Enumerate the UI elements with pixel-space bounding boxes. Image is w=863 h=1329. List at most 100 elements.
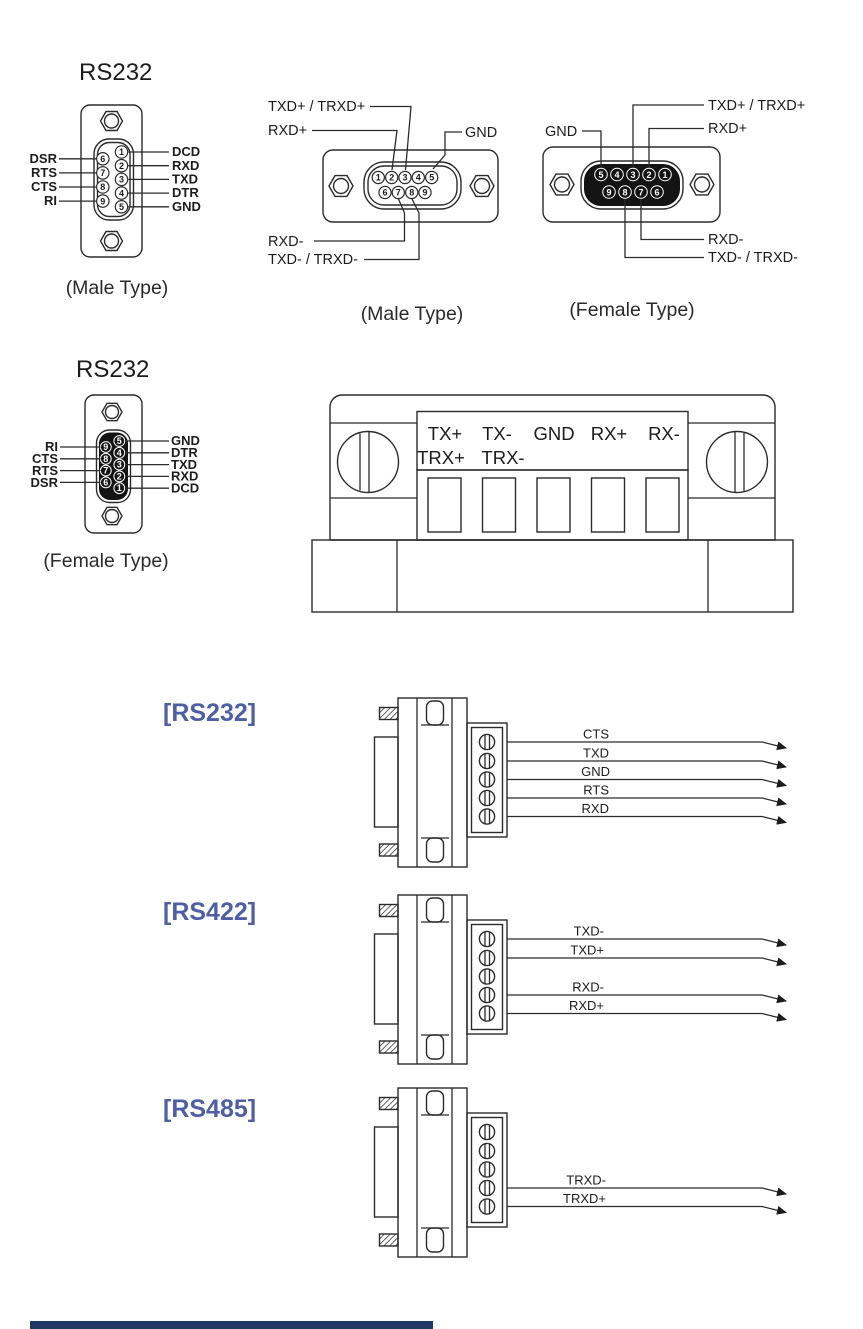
signal-label: GND — [465, 125, 497, 141]
pin-number: 7 — [100, 168, 105, 178]
pin-label: RXD — [172, 158, 199, 173]
pin-label: RTS — [32, 463, 58, 478]
db9-female-horizontal-section: TXD+ / TRXD+ RXD+ GND 5 4 3 2 1 9 8 7 6 … — [542, 98, 805, 321]
signal-label: RXD- — [268, 234, 304, 250]
wire-label: TXD- — [574, 924, 604, 939]
wiring-header: [RS232] — [163, 699, 256, 727]
pin-number: 4 — [117, 448, 122, 458]
pin-number: 5 — [117, 436, 122, 446]
db9-male-horizontal-section: TXD+ / TRXD+ RXD+ GND 1 2 3 4 5 6 7 8 9 … — [268, 99, 499, 325]
rs232-male-vertical-section: RS232 1 2 3 4 5 6 7 8 9 DSR RTS CTS RI D… — [30, 59, 201, 299]
wire-label: TRXD- — [566, 1173, 606, 1188]
pin-number: 7 — [396, 188, 401, 198]
pin-number: 2 — [389, 173, 394, 183]
terminal-slot — [481, 477, 517, 533]
hex-nut-icon — [549, 173, 575, 196]
pin-number: 3 — [119, 175, 124, 185]
pin-label: DSR — [30, 151, 58, 166]
pin-label: CTS — [32, 451, 58, 466]
pin-number: 4 — [614, 170, 619, 180]
pin-number: 6 — [382, 188, 387, 198]
hex-nut-icon — [99, 230, 124, 252]
pin-number: 4 — [119, 188, 124, 198]
signal-arrow — [507, 938, 787, 948]
section-caption: (Male Type) — [66, 277, 169, 299]
terminal-adapter — [466, 919, 508, 1035]
pin-label: DSR — [31, 475, 59, 490]
pin-number: 8 — [103, 454, 108, 464]
wire-label: TRXD+ — [563, 1191, 606, 1206]
d-sub-face — [95, 429, 132, 504]
pin-label: DCD — [172, 144, 200, 159]
screw-head-icon — [336, 430, 400, 494]
wiring-rs485-section: [RS485] TRXD- TRXD+ — [163, 1087, 787, 1258]
terminal-slot — [536, 477, 571, 533]
signal-label: RXD- — [708, 232, 744, 248]
terminal-adapter — [466, 722, 508, 838]
wire-label: RXD+ — [569, 998, 604, 1013]
wiring-rs232-section: [RS232] CTS TXD GND RTS RXD — [163, 697, 787, 868]
wire-label: GND — [581, 764, 610, 779]
threaded-stud-icon — [378, 903, 399, 918]
terminal-adapter — [466, 1112, 508, 1228]
wiring-header: [RS422] — [163, 898, 256, 926]
terminal-label: GND — [533, 423, 574, 444]
wiring-header: [RS485] — [163, 1095, 256, 1123]
thumb-screw-icon — [425, 897, 445, 923]
wire-label: RXD — [582, 801, 609, 816]
signal-arrow — [507, 994, 787, 1004]
terminal-slot — [427, 477, 462, 533]
thumb-screw-icon — [425, 1034, 445, 1060]
pin-label: DTR — [171, 445, 198, 460]
pin-number: 3 — [117, 460, 122, 470]
pin-number: 8 — [100, 182, 105, 192]
pin-number: 9 — [606, 187, 611, 197]
signal-arrow — [507, 1205, 787, 1215]
terminal-slot — [590, 477, 626, 533]
pin-number: 1 — [117, 483, 122, 493]
thumb-screw-icon — [425, 700, 445, 726]
pin-number: 1 — [376, 173, 381, 183]
connector-shell — [80, 104, 143, 258]
section-title: RS232 — [76, 356, 149, 383]
thumb-screw-icon — [425, 837, 445, 863]
signal-label: TXD- / TRXD- — [268, 252, 358, 268]
terminal-label: RX- — [648, 423, 680, 444]
pin-number: 9 — [422, 188, 427, 198]
wire-label: TXD+ — [570, 943, 604, 958]
signal-arrow — [507, 1012, 787, 1022]
signal-arrow — [507, 760, 787, 770]
signal-label: TXD+ / TRXD+ — [708, 98, 805, 114]
signal-arrow — [507, 741, 787, 751]
pin-number: 6 — [103, 477, 108, 487]
threaded-stud-icon — [378, 843, 399, 857]
signal-label: RXD+ — [708, 121, 747, 137]
pin-label: RXD — [171, 469, 198, 484]
pin-label: TXD — [172, 172, 198, 187]
pin-label: RTS — [31, 165, 57, 180]
adapter-screws — [478, 930, 496, 1022]
pin-number: 1 — [662, 170, 667, 180]
terminal-label: TX+ — [428, 423, 462, 444]
hex-nut-icon — [101, 506, 123, 526]
section-caption: (Female Type) — [569, 299, 694, 321]
terminal-label: TX- — [482, 423, 512, 444]
terminal-block-section: TX+ TX- GND RX+ RX- TRX+ TRX- — [311, 394, 794, 613]
adapter-screws — [478, 1123, 496, 1215]
pin-label: GND — [172, 199, 201, 214]
thumb-screw-icon — [425, 1227, 445, 1253]
signal-label: TXD+ / TRXD+ — [268, 99, 365, 115]
pin-number: 7 — [638, 187, 643, 197]
threaded-stud-icon — [378, 1040, 399, 1054]
terminal-label: RX+ — [591, 423, 628, 444]
pin-label: RI — [44, 193, 57, 208]
adapter-screws — [478, 733, 496, 825]
signal-arrow — [507, 1187, 787, 1197]
threaded-stud-icon — [378, 1096, 399, 1111]
wire-label: RTS — [583, 783, 609, 798]
pin-number: 6 — [654, 187, 659, 197]
signal-label: TXD- / TRXD- — [708, 250, 798, 266]
base — [311, 539, 794, 613]
